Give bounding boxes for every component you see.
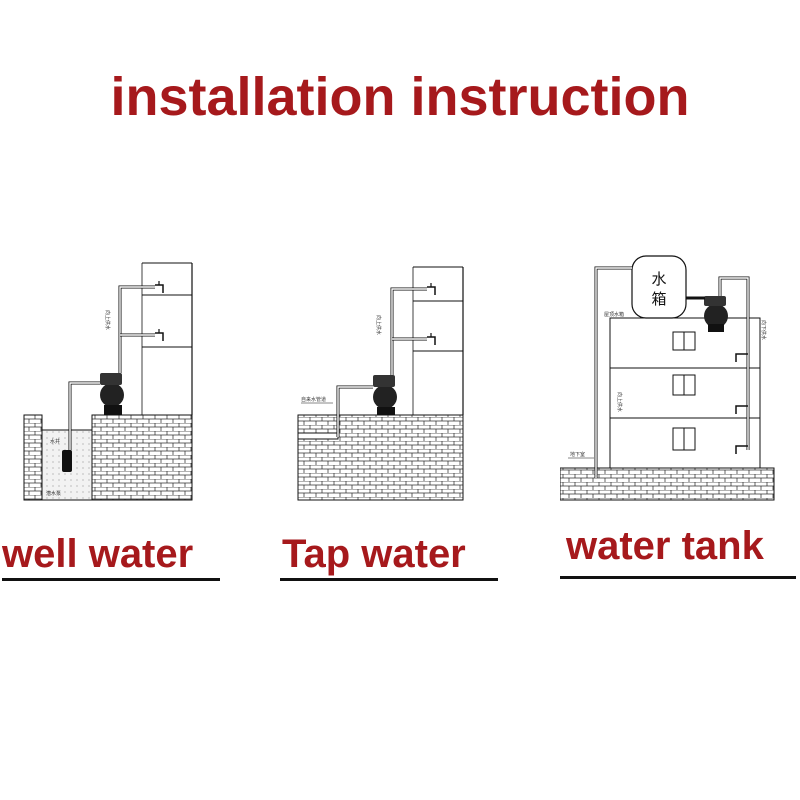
pump-icon: [100, 373, 124, 415]
roof-label: 屋顶水箱: [604, 311, 624, 318]
basement-label: 地下室: [570, 451, 585, 458]
faucet-icon: [735, 405, 748, 414]
well-water-underline: [2, 578, 220, 581]
faucet-icon: [427, 283, 436, 295]
tank-label-line-1: 水: [651, 270, 666, 288]
pump-icon: [704, 296, 728, 332]
faucet-icon: [735, 445, 748, 454]
down-supply-label: 向下供水: [760, 320, 767, 340]
tap-water-caption: Tap water: [282, 532, 466, 576]
faucet-icon: [155, 281, 164, 293]
water-tank-diagram: 水 箱 屋顶水箱 地下室 向上供水 向下供水: [560, 255, 775, 501]
water-tank-caption: water tank: [566, 524, 764, 568]
faucet-icon: [427, 333, 436, 345]
well-water-caption: well water: [2, 532, 194, 576]
supply-label: 向上供水: [104, 310, 111, 330]
supply-label: 向上供水: [375, 315, 382, 335]
tank-label-line-2: 箱: [651, 290, 666, 308]
faucet-icon: [735, 353, 748, 362]
well-water-diagram: 水井 潜水泵 向上供水: [23, 262, 193, 501]
page-title: installation instruction: [110, 67, 690, 127]
well-label: 水井: [50, 438, 60, 445]
main-label: 自来水管道: [301, 396, 326, 403]
tap-water-diagram: 自来水管道 向上供水: [297, 266, 464, 501]
faucet-icon: [155, 329, 164, 341]
window-icon: [672, 331, 696, 351]
water-tank-underline: [560, 576, 796, 579]
window-icon: [672, 427, 696, 451]
window-icon: [672, 374, 696, 396]
pump-icon: [373, 375, 397, 415]
pump-label: 潜水泵: [46, 490, 61, 497]
up-supply-label: 向上供水: [616, 392, 623, 412]
tap-water-underline: [280, 578, 498, 581]
